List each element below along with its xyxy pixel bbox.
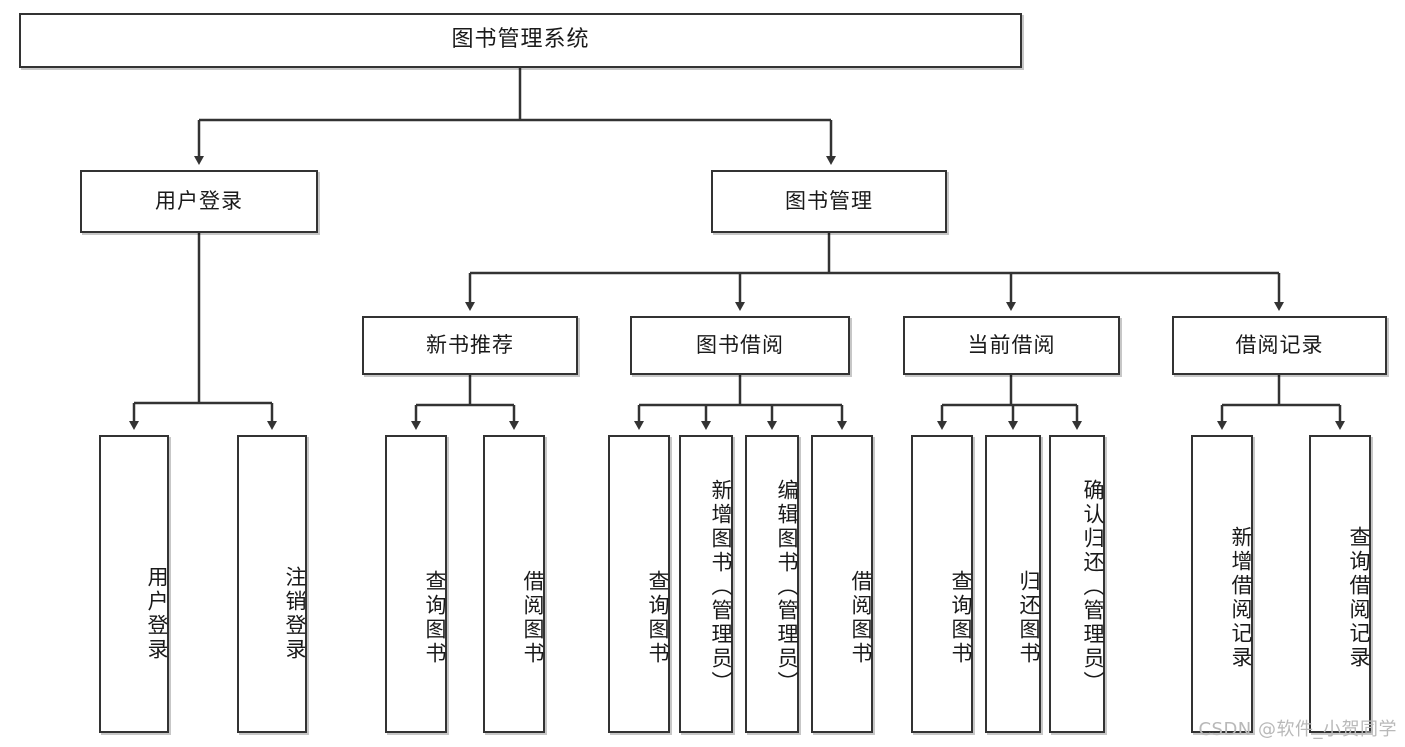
- node-user-login-label: 用户登录: [155, 188, 243, 213]
- leaf-borrow-book-rec-label: 借阅图书: [521, 570, 545, 666]
- node-current-borrow-label: 当前借阅: [967, 332, 1056, 357]
- node-new-book-rec-label: 新书推荐: [426, 332, 514, 357]
- node-borrow-record[interactable]: 借阅记录: [1172, 316, 1387, 375]
- leaf-add-record-label: 新增借阅记录: [1229, 526, 1253, 670]
- node-book-borrow[interactable]: 图书借阅: [630, 316, 850, 375]
- node-current-borrow[interactable]: 当前借阅: [903, 316, 1120, 375]
- leaf-query-book[interactable]: 查询图书: [608, 435, 670, 733]
- leaf-add-book[interactable]: 新增图书（管理员）: [679, 435, 733, 733]
- leaf-confirm-return-label: 确认归还（管理员）: [1081, 479, 1105, 695]
- leaf-edit-book-label: 编辑图书（管理员）: [775, 479, 799, 695]
- leaf-query-record-label: 查询借阅记录: [1347, 526, 1371, 670]
- leaf-add-record[interactable]: 新增借阅记录: [1191, 435, 1253, 733]
- leaf-user-login[interactable]: 用户登录: [99, 435, 169, 733]
- leaf-query-book-current-label: 查询图书: [949, 570, 973, 666]
- leaf-query-book-label: 查询图书: [646, 570, 670, 666]
- leaf-return-book[interactable]: 归还图书: [985, 435, 1041, 733]
- leaf-borrow-book[interactable]: 借阅图书: [811, 435, 873, 733]
- node-book-manage-label: 图书管理: [785, 188, 873, 213]
- leaf-confirm-return[interactable]: 确认归还（管理员）: [1049, 435, 1105, 733]
- watermark: CSDN @软件_小贺同学: [1198, 719, 1397, 740]
- node-user-login[interactable]: 用户登录: [80, 170, 318, 233]
- node-root-label: 图书管理系统: [451, 27, 590, 53]
- leaf-return-book-label: 归还图书: [1017, 570, 1041, 666]
- leaf-borrow-book-label: 借阅图书: [849, 570, 873, 666]
- node-book-manage[interactable]: 图书管理: [711, 170, 947, 233]
- leaf-logout[interactable]: 注销登录: [237, 435, 307, 733]
- leaf-query-book-rec-label: 查询图书: [423, 570, 447, 666]
- node-book-borrow-label: 图书借阅: [696, 332, 784, 357]
- leaf-query-book-current[interactable]: 查询图书: [911, 435, 973, 733]
- leaf-query-book-rec[interactable]: 查询图书: [385, 435, 447, 733]
- leaf-add-book-label: 新增图书（管理员）: [709, 479, 733, 695]
- leaf-logout-label: 注销登录: [283, 566, 307, 662]
- leaf-borrow-book-rec[interactable]: 借阅图书: [483, 435, 545, 733]
- leaf-user-login-label: 用户登录: [145, 566, 169, 662]
- node-borrow-record-label: 借阅记录: [1235, 332, 1324, 357]
- leaf-edit-book[interactable]: 编辑图书（管理员）: [745, 435, 799, 733]
- leaf-query-record[interactable]: 查询借阅记录: [1309, 435, 1371, 733]
- node-new-book-rec[interactable]: 新书推荐: [362, 316, 578, 375]
- node-root[interactable]: 图书管理系统: [19, 13, 1022, 68]
